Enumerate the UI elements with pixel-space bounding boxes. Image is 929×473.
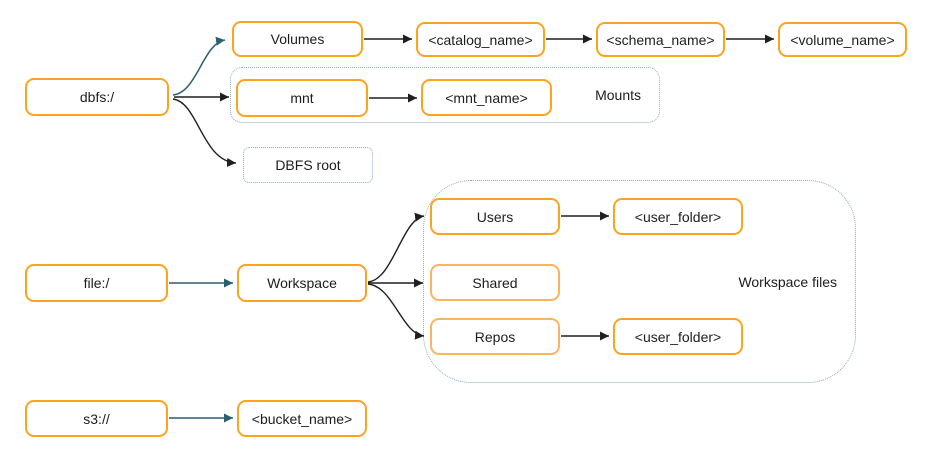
node-s3: s3:// (25, 400, 168, 437)
arrow-dbfs-to-volumes (172, 36, 226, 96)
node-mnt: mnt (236, 79, 368, 117)
node-volumes: Volumes (232, 21, 363, 57)
mounts-group-label: Mounts (595, 87, 641, 103)
node-mnt-name: <mnt_name> (421, 79, 552, 116)
node-file: file:/ (25, 264, 168, 302)
node-user-folder-bottom: <user_folder> (613, 318, 743, 355)
mounts-group-container: Mounts (230, 67, 660, 123)
node-dbfs-root: DBFS root (243, 147, 373, 183)
node-workspace: Workspace (237, 264, 367, 302)
arrow-dbfs-to-dbfs-root (172, 98, 237, 167)
arrow-workspace-to-repos (367, 283, 425, 340)
node-user-folder-top: <user_folder> (613, 198, 743, 235)
arrow-workspace-to-users (367, 212, 425, 283)
workspace-files-group-label: Workspace files (738, 273, 837, 290)
node-repos: Repos (430, 318, 560, 355)
node-schema-name: <schema_name> (596, 22, 725, 57)
node-bucket-name: <bucket_name> (237, 400, 367, 437)
node-volume-name: <volume_name> (778, 22, 907, 57)
node-shared: Shared (430, 264, 560, 301)
node-catalog-name: <catalog_name> (416, 22, 545, 57)
node-users: Users (430, 198, 560, 235)
node-dbfs: dbfs:/ (25, 78, 169, 116)
